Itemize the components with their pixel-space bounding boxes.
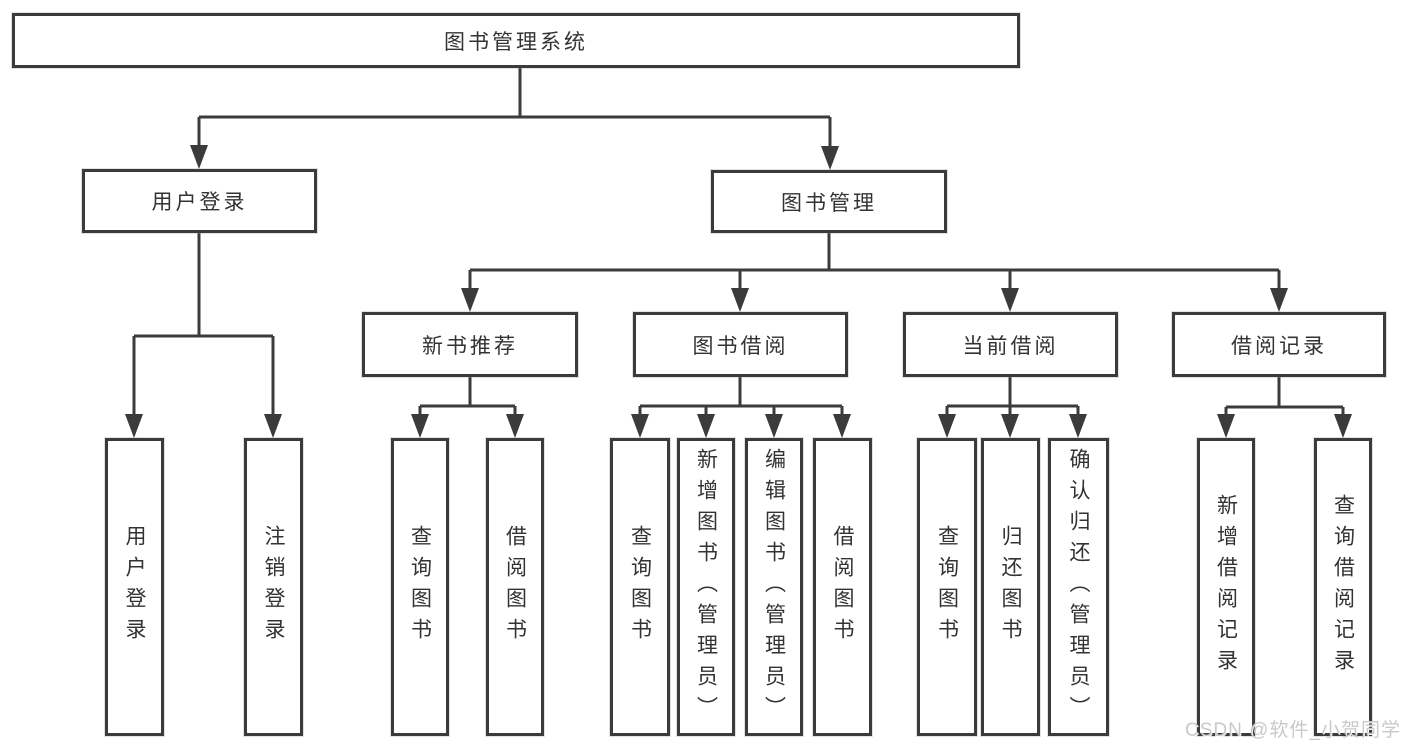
arrowhead-down	[1001, 288, 1019, 312]
node-book-borrowing-label: 图书借阅	[692, 334, 789, 358]
node-user-login-label: 用户登录	[151, 191, 248, 214]
node-current-borrowing: 当前借阅	[903, 312, 1118, 377]
leaf-add-book-admin: 新增图书（管理员）	[677, 438, 735, 736]
leaf-query-books-recommend-label: 查询图书	[408, 525, 432, 649]
leaf-add-borrow-record: 新增借阅记录	[1197, 438, 1255, 736]
node-new-book-recommendation-label: 新书推荐	[422, 334, 518, 358]
leaf-borrow-books-borrowing-label: 借阅图书	[831, 525, 854, 649]
node-new-book-recommendation: 新书推荐	[362, 312, 578, 377]
arrowhead-down	[765, 414, 783, 438]
arrowhead-down	[938, 414, 956, 438]
leaf-logout-label: 注销登录	[262, 525, 285, 649]
leaf-borrow-books-recommend: 借阅图书	[486, 438, 544, 736]
leaf-borrow-books-recommend-label: 借阅图书	[503, 525, 527, 649]
leaf-query-books-borrowing: 查询图书	[610, 438, 670, 736]
arrowhead-down	[833, 414, 851, 438]
leaf-return-books-label: 归还图书	[999, 525, 1022, 649]
arrowhead-down	[1270, 288, 1288, 312]
leaf-query-books-borrowing-label: 查询图书	[628, 525, 652, 649]
arrowhead-down	[731, 288, 749, 312]
leaf-query-books-current-label: 查询图书	[935, 525, 959, 649]
arrowhead-down	[821, 146, 839, 170]
arrowhead-down	[506, 414, 524, 438]
arrowhead-down	[631, 414, 649, 438]
arrowhead-down	[264, 414, 282, 438]
leaf-query-borrow-record: 查询借阅记录	[1314, 438, 1372, 736]
node-borrowing-records: 借阅记录	[1172, 312, 1386, 377]
arrowhead-down	[461, 288, 479, 312]
leaf-edit-book-admin: 编辑图书（管理员）	[745, 438, 803, 736]
watermark-text: CSDN @软件_小贺同学	[1185, 720, 1401, 741]
leaf-add-book-admin-label: 新增图书（管理员）	[694, 447, 718, 727]
node-current-borrowing-label: 当前借阅	[962, 334, 1059, 358]
node-root: 图书管理系统	[12, 13, 1020, 68]
node-book-management: 图书管理	[711, 170, 947, 233]
arrowhead-down	[697, 414, 715, 438]
leaf-query-books-current: 查询图书	[917, 438, 977, 736]
leaf-user-login: 用户登录	[105, 438, 164, 736]
arrowhead-down	[1069, 414, 1087, 438]
leaf-query-borrow-record-label: 查询借阅记录	[1331, 494, 1355, 680]
arrowhead-down	[125, 414, 143, 438]
node-book-borrowing: 图书借阅	[633, 312, 848, 377]
leaf-user-login-label: 用户登录	[123, 525, 146, 649]
leaf-borrow-books-borrowing: 借阅图书	[813, 438, 872, 736]
leaf-logout: 注销登录	[244, 438, 303, 736]
leaf-edit-book-admin-label: 编辑图书（管理员）	[762, 447, 786, 727]
leaf-query-books-recommend: 查询图书	[391, 438, 449, 736]
leaf-confirm-return-admin: 确认归还（管理员）	[1048, 438, 1109, 736]
node-book-management-label: 图书管理	[781, 191, 877, 215]
arrowhead-down	[1334, 414, 1352, 438]
node-user-login: 用户登录	[82, 169, 317, 233]
arrowhead-down	[1001, 414, 1019, 438]
node-borrowing-records-label: 借阅记录	[1231, 334, 1327, 358]
leaf-return-books: 归还图书	[981, 438, 1040, 736]
arrowhead-down	[1217, 414, 1235, 438]
arrowhead-down	[411, 414, 429, 438]
node-root-label: 图书管理系统	[444, 30, 588, 54]
leaf-confirm-return-admin-label: 确认归还（管理员）	[1067, 447, 1090, 727]
leaf-add-borrow-record-label: 新增借阅记录	[1214, 494, 1238, 680]
arrowhead-down	[190, 145, 208, 169]
